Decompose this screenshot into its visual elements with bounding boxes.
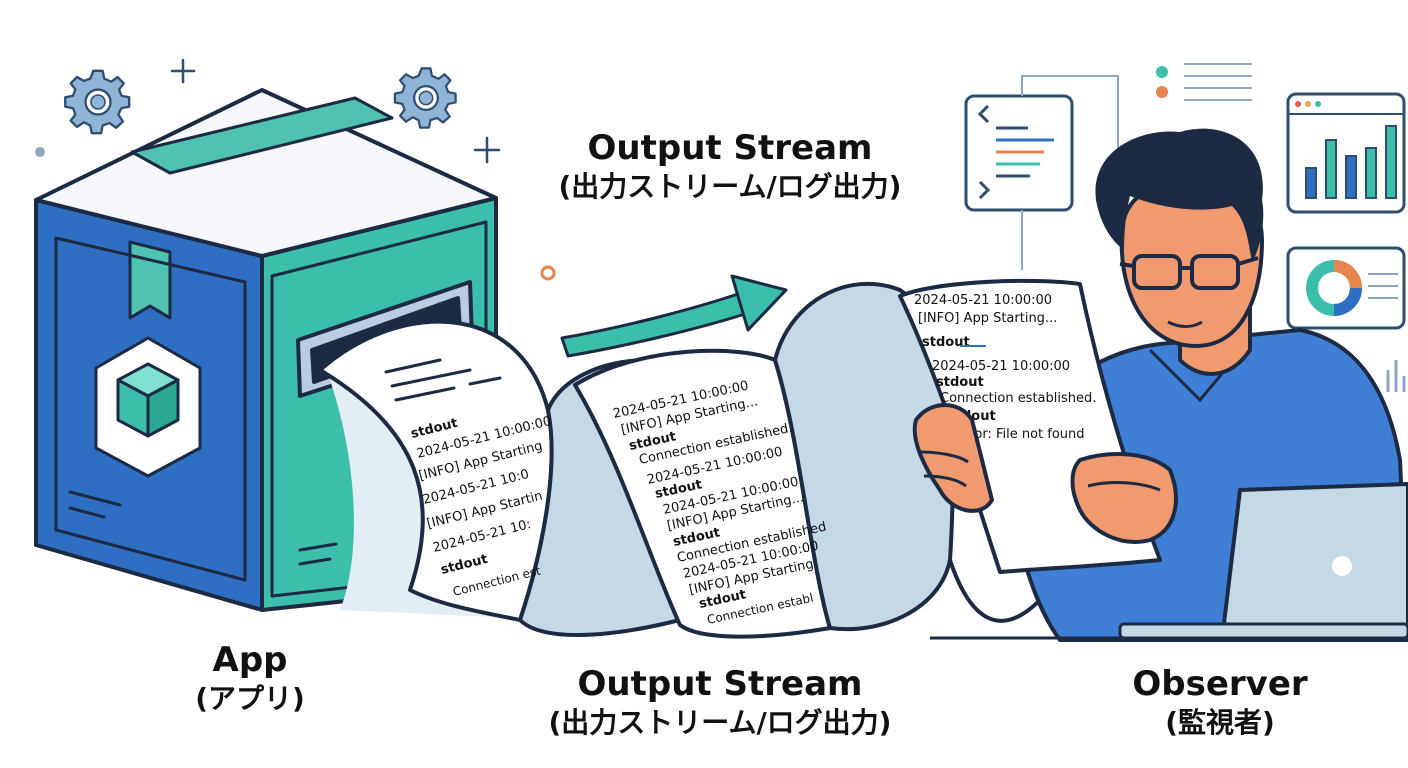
ring-decoration bbox=[540, 265, 556, 281]
code-window-icon bbox=[964, 94, 1074, 212]
caption-title: Output Stream bbox=[577, 664, 863, 704]
cube-logo-icon bbox=[94, 336, 202, 478]
caption-subtitle: (出力ストリーム/ログ出力) bbox=[548, 706, 892, 739]
paper-back-fold-right bbox=[773, 281, 955, 632]
donut-chart-window-icon bbox=[1286, 246, 1406, 330]
list-legend-icon bbox=[1156, 63, 1252, 101]
log-line: stdout bbox=[922, 335, 970, 350]
left-hand bbox=[912, 403, 994, 513]
log-line: 2024-05-21 10:00:00 bbox=[914, 293, 1052, 308]
log-line: Connection established. bbox=[940, 391, 1096, 406]
caption-observer: Observer (監視者) bbox=[1100, 664, 1340, 742]
caption-title: App bbox=[212, 640, 288, 680]
gear-icon bbox=[64, 69, 131, 135]
glasses-icon bbox=[1132, 254, 1182, 290]
mini-bars-icon bbox=[1386, 360, 1406, 392]
caption-title: Output Stream bbox=[587, 128, 873, 168]
caption-subtitle: (アプリ) bbox=[195, 682, 305, 715]
caption-title: Observer bbox=[1132, 664, 1308, 704]
caption-output-stream: Output Stream (出力ストリーム/ログ出力) bbox=[490, 664, 950, 742]
log-line: [INFO] App Starting... bbox=[918, 311, 1057, 326]
laptop-icon bbox=[1118, 482, 1408, 642]
log-line: Error: File not found bbox=[956, 427, 1085, 442]
log-line: stdout bbox=[936, 375, 984, 390]
bar-chart-window-icon bbox=[1286, 92, 1406, 214]
paper-left-text bbox=[384, 358, 502, 402]
paper-trail bbox=[948, 559, 1042, 623]
caption-output-stream-top: Output Stream (出力ストリーム/ログ出力) bbox=[520, 128, 940, 206]
caption-subtitle: (出力ストリーム/ログ出力) bbox=[558, 170, 902, 203]
caption-subtitle: (監視者) bbox=[1165, 706, 1275, 739]
right-hand bbox=[1070, 452, 1178, 544]
caption-app: App (アプリ) bbox=[150, 640, 350, 718]
log-line: 2024-05-21 10:00:00 bbox=[932, 359, 1070, 374]
dot-decoration bbox=[35, 147, 45, 157]
gear-icon bbox=[393, 67, 457, 129]
sparkle-icon bbox=[473, 136, 501, 164]
sparkle-icon bbox=[170, 58, 196, 84]
stream-arrow-icon bbox=[560, 274, 788, 358]
